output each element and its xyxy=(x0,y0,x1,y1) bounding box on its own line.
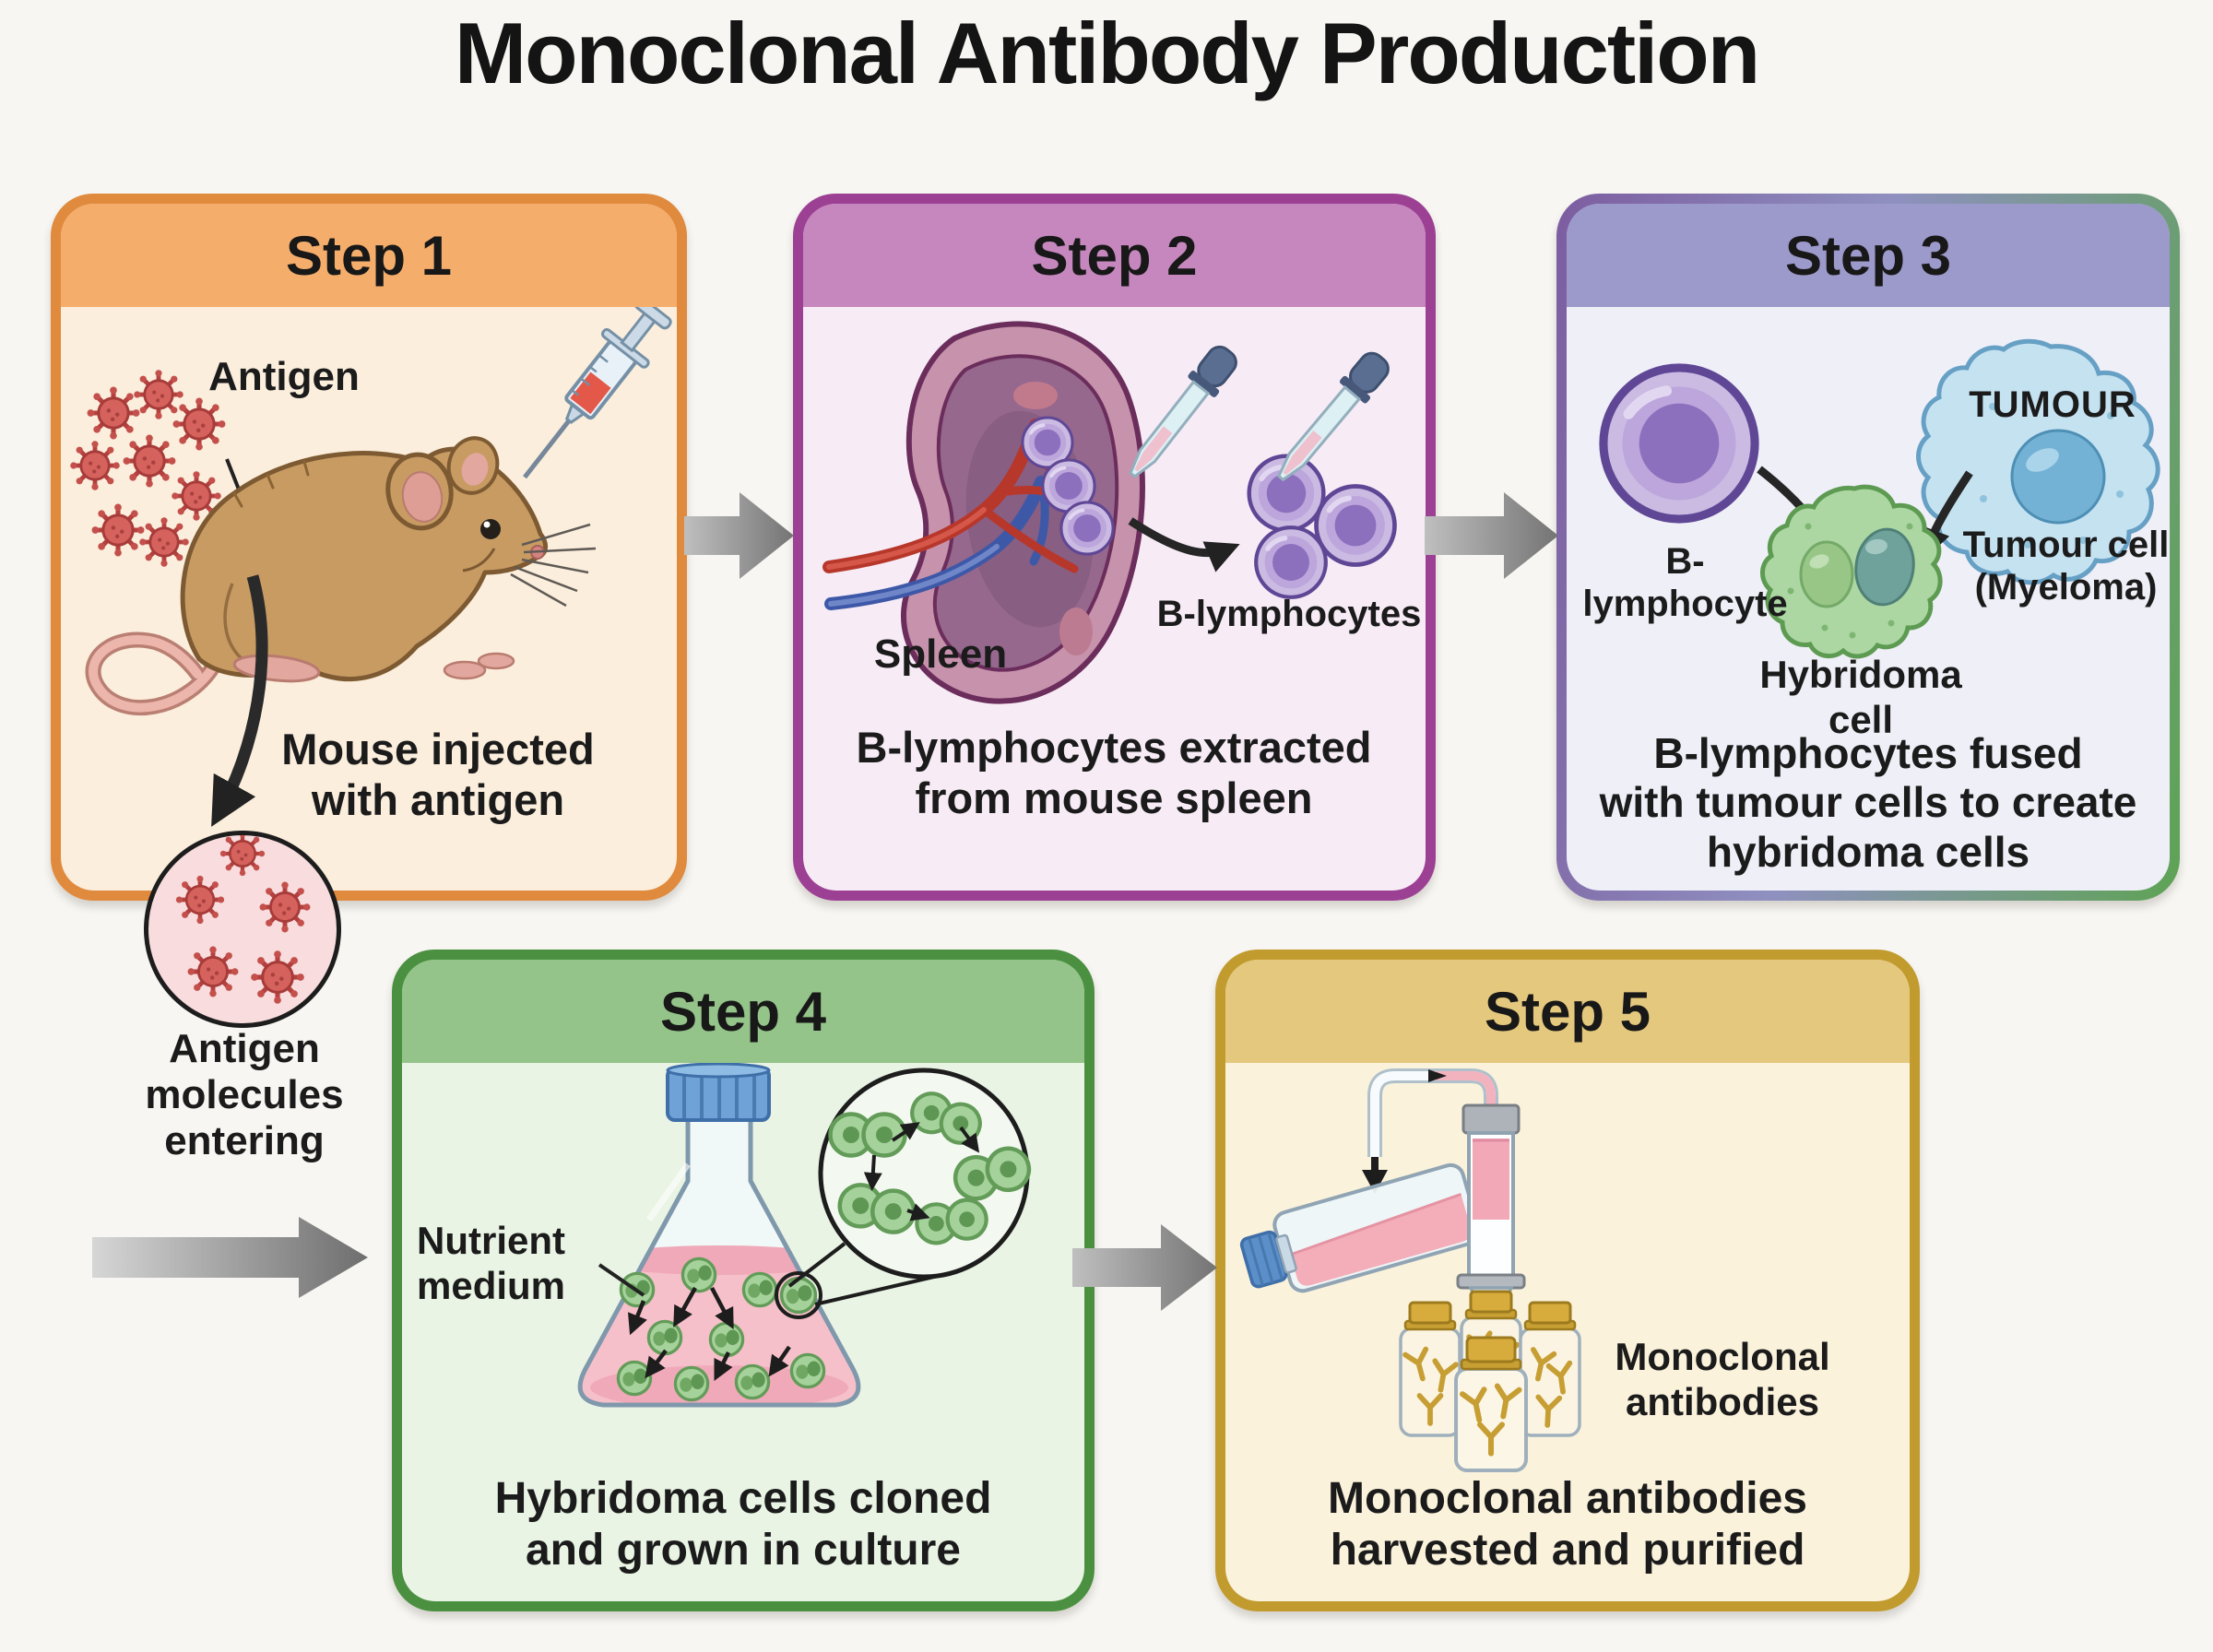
tumour-badge-label: TUMOUR xyxy=(1969,384,2136,425)
b-lymphocyte-cluster xyxy=(1249,456,1395,597)
step-5-caption: Monoclonal antibodies harvested and puri… xyxy=(1272,1473,1863,1575)
spleen-label: Spleen xyxy=(873,631,1008,677)
step-2-header-label: Step 2 xyxy=(1031,224,1198,287)
caption-line: and grown in culture xyxy=(525,1525,961,1575)
tumour-cell-label: Tumour cell (Myeloma) xyxy=(1930,524,2202,609)
vial xyxy=(1519,1301,1581,1437)
label-line: entering xyxy=(164,1118,325,1164)
step-1-illustration xyxy=(61,307,672,827)
step-3-caption: B-lymphocytes fused with tumour cells to… xyxy=(1573,729,2163,877)
label-line: Tumour cell xyxy=(1962,525,2170,565)
step-3-header: Step 3 xyxy=(1567,204,2170,307)
caption-line: hybridoma cells xyxy=(1706,827,2030,876)
mouse-eye xyxy=(480,519,501,539)
step-2-caption: B-lymphocytes extracted from mouse splee… xyxy=(819,723,1409,823)
monoclonal-antibodies-label: Monoclonal antibodies xyxy=(1598,1335,1847,1424)
step-1-header: Step 1 xyxy=(61,204,677,307)
caption-line: with antigen xyxy=(311,774,565,824)
b-lymphocyte-label: B-lymphocyte xyxy=(1582,541,1788,625)
antigen-molecules-circle xyxy=(144,831,341,1028)
b-lymphocytes-label: B-lymphocytes xyxy=(1156,594,1422,634)
arrow-into-flask xyxy=(1362,1170,1388,1194)
spleen-illustration xyxy=(822,321,1145,704)
caption-line: with tumour cells to create xyxy=(1599,778,2137,827)
step-5-header-label: Step 5 xyxy=(1484,980,1651,1043)
step-4-header-label: Step 4 xyxy=(659,980,827,1043)
label-line: molecules xyxy=(145,1072,344,1118)
label-line: Nutrient xyxy=(417,1219,565,1262)
tumour-cell-icon xyxy=(1916,338,2160,585)
step-5-illustration xyxy=(1239,1068,1581,1472)
nutrient-pointer-line xyxy=(598,1263,645,1297)
vial xyxy=(1399,1301,1462,1437)
mouse-illustration xyxy=(85,436,597,715)
pipette-icon xyxy=(1117,338,1245,488)
step-4-illustration xyxy=(577,1063,1084,1408)
flow-arrow-step2-step3 xyxy=(1425,492,1558,579)
vial-front xyxy=(1454,1336,1528,1472)
antigen-label: Antigen xyxy=(208,354,360,399)
hybridoma-cell-icon xyxy=(1760,484,1943,659)
caption-line: Hybridoma cells cloned xyxy=(494,1474,992,1523)
flow-arrow-step1-step2 xyxy=(684,492,794,579)
antigen-molecules-label: Antigen molecules entering xyxy=(101,1026,387,1164)
mouse-front-paw xyxy=(443,660,487,680)
step-4-caption: Hybridoma cells cloned and grown in cult… xyxy=(453,1473,1034,1575)
antigen-molecules-icons xyxy=(148,835,337,1023)
syringe-icon xyxy=(523,307,672,479)
flow-arrow-step4-step5 xyxy=(1072,1224,1217,1311)
caption-line: B-lymphocytes extracted xyxy=(856,723,1372,772)
caption-line: Monoclonal antibodies xyxy=(1327,1474,1807,1523)
step-4-panel: Step 4 xyxy=(392,950,1095,1611)
step-1-header-label: Step 1 xyxy=(285,224,453,287)
mouse-body xyxy=(180,446,548,681)
nutrient-medium-label: Nutrient medium xyxy=(417,1219,601,1308)
caption-line: from mouse spleen xyxy=(915,773,1313,822)
caption-line: harvested and purified xyxy=(1330,1525,1805,1575)
label-line: antibodies xyxy=(1625,1379,1820,1423)
b-lymphocyte-cell-icon xyxy=(1604,368,1755,519)
caption-line: Mouse injected xyxy=(281,725,595,773)
label-line: Monoclonal xyxy=(1615,1335,1830,1378)
label-line: (Myeloma) xyxy=(1974,567,2158,608)
hybridoma-cell-label: Hybridoma cell xyxy=(1759,653,1962,741)
hybridoma-cells-in-flask xyxy=(616,1257,826,1402)
step-2-illustration xyxy=(822,321,1426,704)
arrow-spleen-to-cells xyxy=(1128,517,1240,572)
flow-arrow-antigen-step4 xyxy=(92,1217,368,1298)
harvest-flask-icon xyxy=(1239,1162,1481,1293)
pipette-icon-2 xyxy=(1266,345,1397,491)
flow-direction-arrow xyxy=(1428,1069,1447,1082)
label-line: Antigen xyxy=(169,1026,320,1071)
step-4-header: Step 4 xyxy=(402,960,1084,1063)
cell-division-arrows xyxy=(627,1286,791,1382)
mouse-whiskers xyxy=(510,523,597,608)
step-3-illustration xyxy=(1567,338,2160,659)
transfer-tube-icon xyxy=(1367,1068,1498,1157)
step-3-header-label: Step 3 xyxy=(1784,224,1952,287)
highlighted-cell-ring xyxy=(775,1271,822,1319)
step-2-header: Step 2 xyxy=(803,204,1426,307)
magnifier-circle xyxy=(818,1068,1034,1280)
caption-line: B-lymphocytes fused xyxy=(1653,729,2083,777)
arrow-mouse-to-antigen-circle xyxy=(211,574,268,827)
antibody-vials-icon xyxy=(1399,1290,1581,1472)
step-5-header: Step 5 xyxy=(1225,960,1910,1063)
page-title: Monoclonal Antibody Production xyxy=(454,5,1760,101)
label-line: medium xyxy=(417,1263,566,1307)
step-5-panel: Step 5 xyxy=(1215,950,1920,1611)
step-1-caption: Mouse injected with antigen xyxy=(226,725,650,825)
